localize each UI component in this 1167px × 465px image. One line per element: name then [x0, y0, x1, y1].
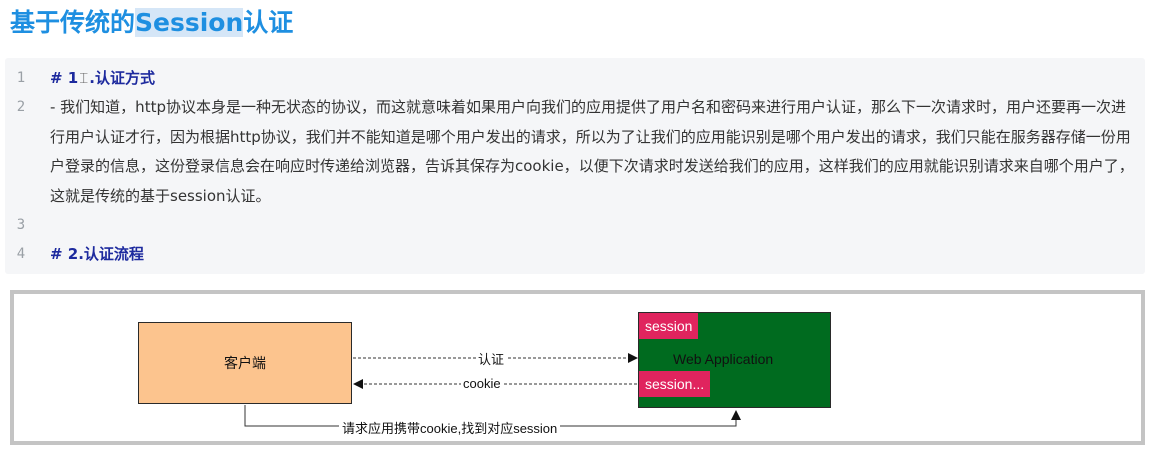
line-number: 4 [16, 246, 26, 262]
client-label: 客户端 [224, 356, 266, 372]
line-text-part: .认证方式 [89, 69, 155, 87]
client-box: 客户端 [138, 322, 352, 404]
session-tag-bottom: session... [639, 371, 711, 397]
web-application-label: Web Application [673, 351, 774, 367]
arrow-auth-label: 认证 [476, 349, 507, 368]
line-number: 2 [16, 99, 26, 115]
line-text: # 1⌶.认证方式 [50, 64, 1140, 94]
title-after: 认证 [243, 8, 294, 37]
arrow-cookie-label: cookie [461, 376, 503, 391]
web-application-box: Web Application session session... [638, 312, 831, 408]
title-highlight[interactable]: Session [135, 8, 244, 37]
auth-flow-diagram: 客户端 Web Application session session... 认… [10, 290, 1145, 445]
title-before: 基于传统的 [10, 8, 136, 37]
session-tag-top: session [639, 313, 699, 339]
page-title: 基于传统的Session认证 [10, 3, 293, 43]
arrow-bottom-label: 请求应用携带cookie,找到对应session [339, 418, 561, 437]
line-text: - 我们知道，http协议本身是一种无状态的协议，而这就意味着如果用户向我们的应… [50, 98, 1134, 205]
text-cursor-icon: ⌶ [79, 69, 89, 87]
line-text-part: # 1 [50, 69, 79, 87]
line-text: # 2.认证流程 [50, 245, 144, 263]
line-number: 1 [16, 70, 26, 86]
line-number: 3 [16, 217, 26, 233]
code-block[interactable]: 1 # 1⌶.认证方式 2 - 我们知道，http协议本身是一种无状态的协议，而… [5, 58, 1145, 274]
